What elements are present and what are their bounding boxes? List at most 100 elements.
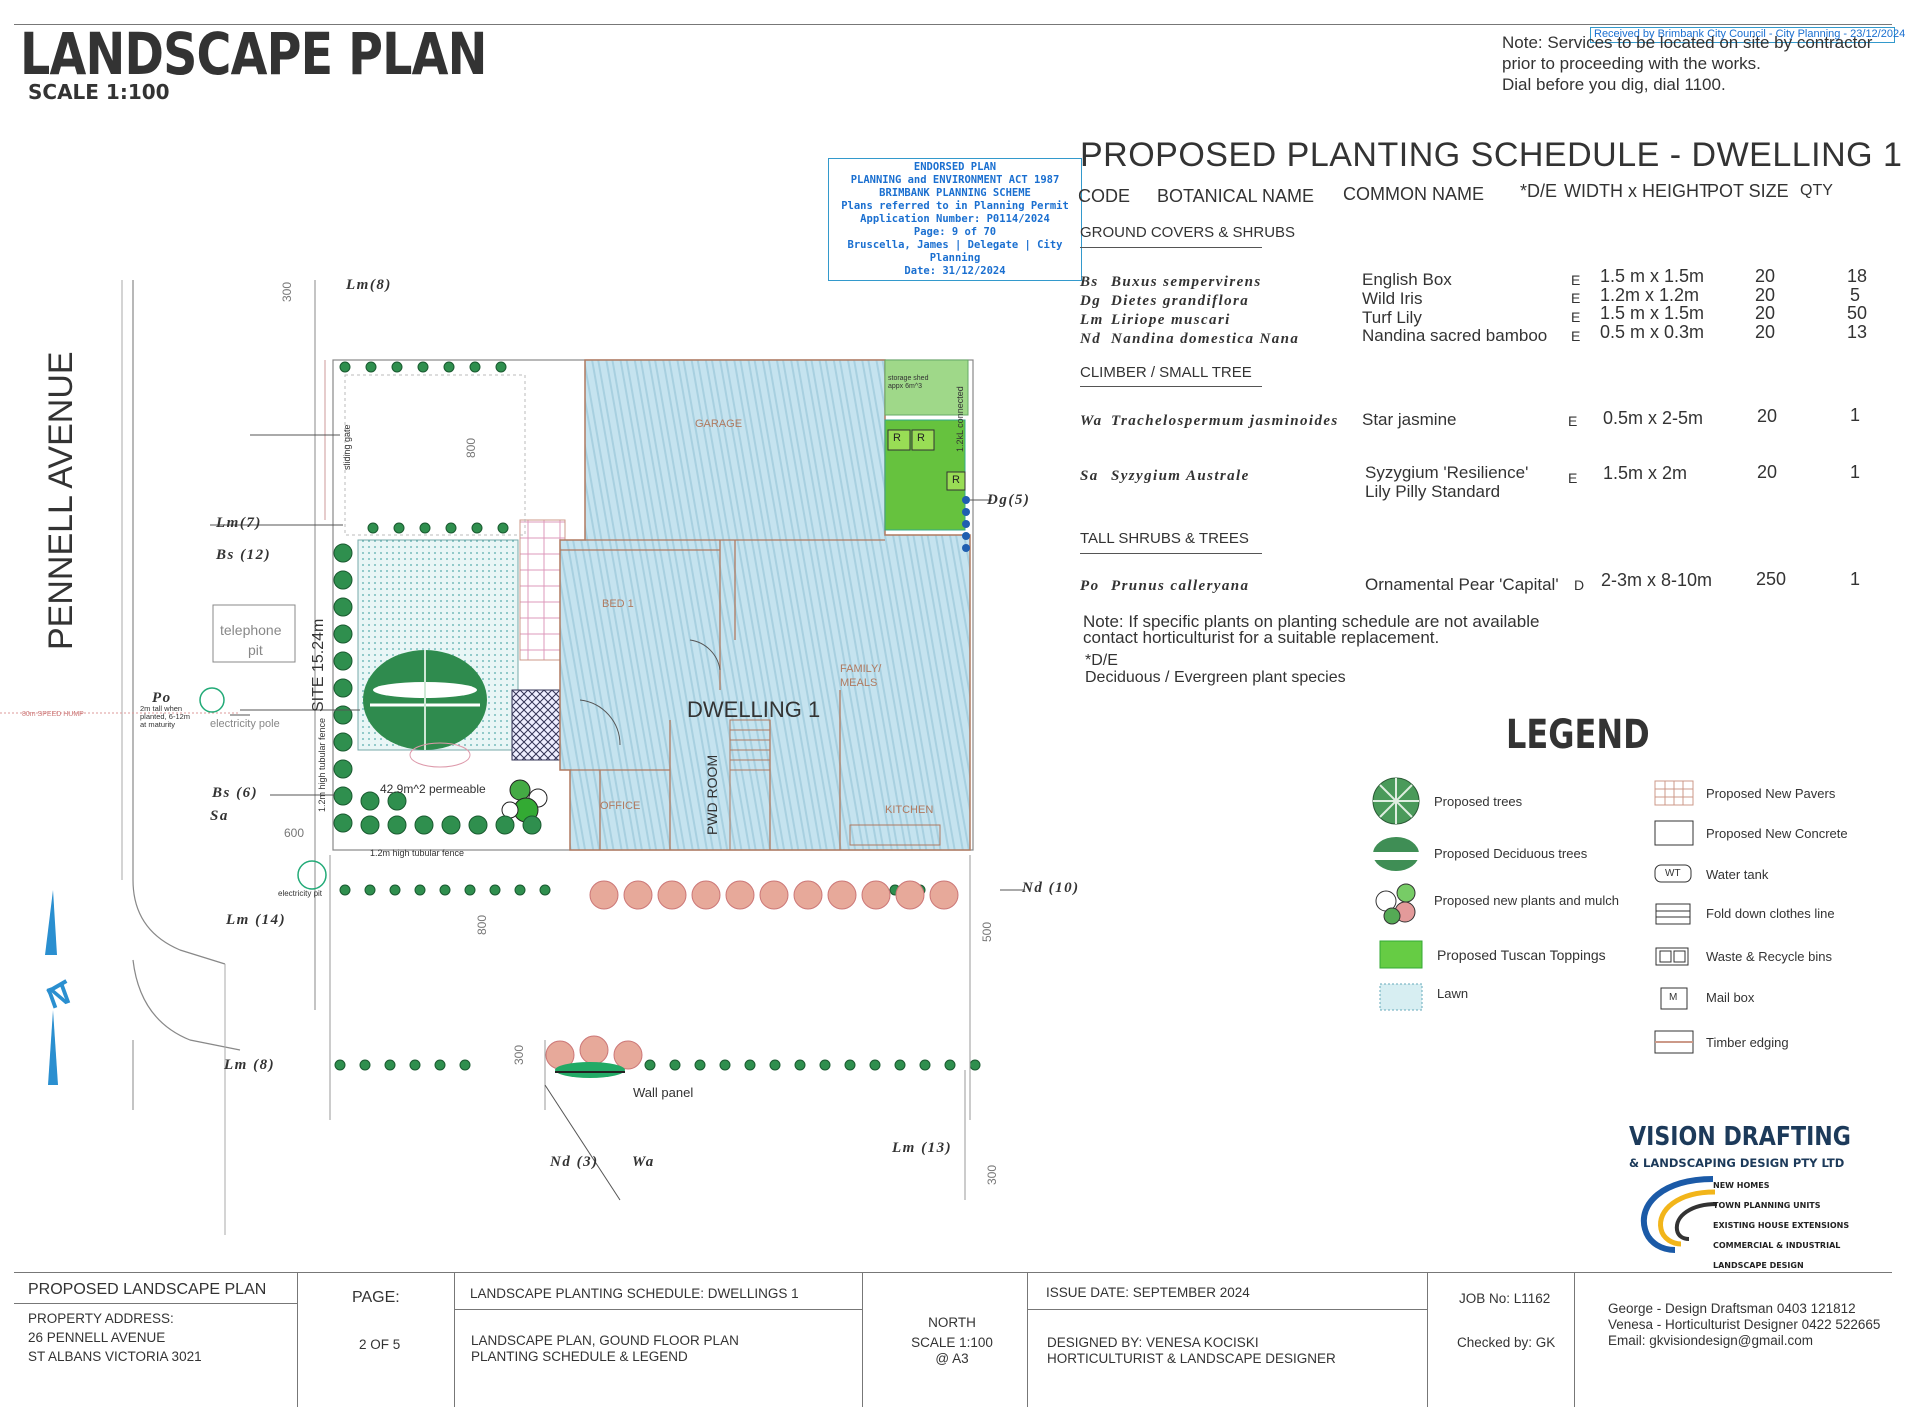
- water-tank-icon: [1654, 864, 1692, 883]
- footer-hline: [1027, 1309, 1427, 1310]
- pavers-path: [519, 519, 566, 661]
- row-de: E: [1571, 290, 1581, 306]
- footer-hline: [454, 1309, 862, 1310]
- footer-divider: [1027, 1273, 1028, 1407]
- row-size: 1.5 m x 1.5m: [1600, 303, 1705, 323]
- row-pot: 20: [1757, 406, 1778, 426]
- legend-label-lawn: Lawn: [1437, 986, 1469, 1001]
- scale-label: SCALE 1:100: [28, 80, 170, 104]
- electricity-pit-label: electricity pit: [278, 889, 323, 898]
- po-tree-icon: [199, 687, 225, 713]
- col-common: COMMON NAME: [1343, 184, 1484, 204]
- footer-divider: [1574, 1273, 1575, 1407]
- row-common-2: Lily Pilly Standard: [1365, 482, 1501, 501]
- legend-items-left: Proposed trees Proposed Deciduous trees …: [1372, 776, 1672, 1016]
- legend-symbols-right: [1654, 780, 1694, 1054]
- label-wa: Wa: [632, 1154, 655, 1170]
- row-botanical: Nandina domestica Nana: [1111, 331, 1300, 347]
- street-name: PENNELL AVENUE: [42, 351, 80, 650]
- wall-panel-label: Wall panel: [633, 1085, 694, 1100]
- row-code: Sa: [1080, 468, 1099, 484]
- footer-divider: [297, 1273, 298, 1407]
- legend-label-concrete: Proposed New Concrete: [1706, 826, 1848, 841]
- de-note: *D/E Deciduous / Evergreen plant species: [1085, 652, 1346, 686]
- dg-dots: [962, 496, 970, 552]
- bed-label: BED 1: [602, 598, 634, 610]
- mailbox-code: M: [1669, 992, 1678, 1003]
- row-de: E: [1571, 328, 1581, 344]
- speed-hump-label: 80m SPEED HUMP: [22, 711, 84, 718]
- row-common: Syzygium 'Resilience': [1365, 463, 1529, 482]
- footer-hline: [14, 1303, 297, 1304]
- row-pot: 20: [1755, 303, 1776, 323]
- company-name: VISION DRAFTING: [1629, 1122, 1851, 1152]
- footer-north-scale: NORTH SCALE 1:100 @ A3: [911, 1315, 993, 1366]
- row-botanical: Liriope muscari: [1111, 312, 1231, 328]
- section-underline: [1080, 247, 1262, 248]
- fence-label-1: 1.2m high tubular fence: [317, 717, 327, 812]
- footer-page: 2 OF 5: [359, 1337, 401, 1352]
- col-pot: POT SIZE: [1707, 181, 1789, 201]
- footer-designer: DESIGNED BY: VENESA KOCISKI HORTICULTURI…: [1047, 1335, 1336, 1366]
- fence-label-2: 1.2m high tubular fence: [370, 848, 465, 858]
- sheet-border: [14, 24, 1892, 1407]
- col-size: WIDTH x HEIGHT: [1564, 181, 1710, 201]
- north-arrow-icon: [45, 890, 68, 1085]
- footer-issue: ISSUE DATE: SEPTEMBER 2024: [1046, 1285, 1250, 1300]
- footer-contact: George - Design Draftsman 0403 121812 Ve…: [1608, 1301, 1881, 1348]
- row-pot: 20: [1755, 322, 1776, 342]
- section-tall: TALL SHRUBS & TREES: [1080, 530, 1249, 547]
- front-tree-icon: [363, 650, 487, 750]
- row-size: 1.2m x 1.2m: [1600, 285, 1700, 305]
- dim-300: 300: [280, 281, 294, 302]
- pwd-room-label: PWD ROOM: [704, 754, 720, 835]
- footer-desc: LANDSCAPE PLAN, GOUND FLOOR PLAN PLANTIN…: [471, 1333, 739, 1364]
- row-size: 0.5 m x 0.3m: [1600, 322, 1705, 342]
- services-note: Note: Services to be located on site by …: [1502, 33, 1873, 94]
- label-lm14: Lm (14): [226, 912, 287, 928]
- row-de: E: [1571, 309, 1581, 325]
- company-services: NEW HOMES TOWN PLANNING UNITS EXISTING H…: [1713, 1181, 1850, 1270]
- footer-checked: Checked by: GK: [1457, 1335, 1556, 1350]
- electricity-pole-label: electricity pole: [210, 718, 280, 730]
- footer-divider: [1427, 1273, 1428, 1407]
- row-botanical: Prunus calleryana: [1111, 578, 1250, 594]
- row-common: Star jasmine: [1362, 410, 1457, 429]
- row-qty: 1: [1850, 405, 1861, 425]
- label-nd3: Nd (3): [550, 1154, 599, 1170]
- company-logo: VISION DRAFTING & LANDSCAPING DESIGN PTY…: [1625, 1122, 1895, 1282]
- tuscan-toppings-icon: [1379, 940, 1423, 969]
- row-de: E: [1568, 413, 1578, 429]
- footer-address: PROPERTY ADDRESS: 26 PENNELL AVENUE ST A…: [28, 1311, 202, 1364]
- garage-label: GARAGE: [695, 418, 743, 430]
- pavers-icon: [1654, 780, 1694, 806]
- row-code: Wa: [1080, 413, 1103, 429]
- dim-500: 500: [980, 921, 994, 942]
- row-pot: 250: [1756, 569, 1787, 589]
- family-label: FAMILY/ MEALS: [840, 663, 882, 689]
- row-qty: 50: [1847, 303, 1868, 323]
- clothes-line-icon: [1655, 903, 1691, 925]
- row-de: E: [1568, 470, 1578, 486]
- row-pot: 20: [1757, 462, 1778, 482]
- label-sa: Sa: [210, 808, 229, 824]
- electricity-pit-icon: [297, 860, 327, 890]
- wall-panel: [555, 1062, 625, 1078]
- dim-300c: 300: [985, 1164, 999, 1185]
- label-nd10: Nd (10): [1022, 880, 1080, 896]
- label-lm8a: Lm(8): [346, 277, 392, 293]
- row-code: Bs: [1080, 274, 1099, 290]
- legend-label-trees: Proposed trees: [1434, 794, 1523, 809]
- r-marker: R: [893, 432, 901, 444]
- label-lm7: Lm(7): [216, 515, 262, 531]
- dim-300b: 300: [512, 1044, 526, 1065]
- row-common: Nandina sacred bamboo: [1362, 326, 1548, 345]
- plants-mulch-icon: [1375, 883, 1416, 925]
- row-de: D: [1574, 577, 1585, 593]
- storage-shed: [884, 359, 969, 416]
- site-width: SITE 15.24m: [310, 618, 327, 712]
- row-size: 2-3m x 8-10m: [1601, 570, 1713, 590]
- footer-job: JOB No: L1162: [1459, 1291, 1551, 1306]
- po-note: 2m tall when planted, 6-12m at maturity: [140, 704, 191, 729]
- row-qty: 13: [1847, 322, 1868, 342]
